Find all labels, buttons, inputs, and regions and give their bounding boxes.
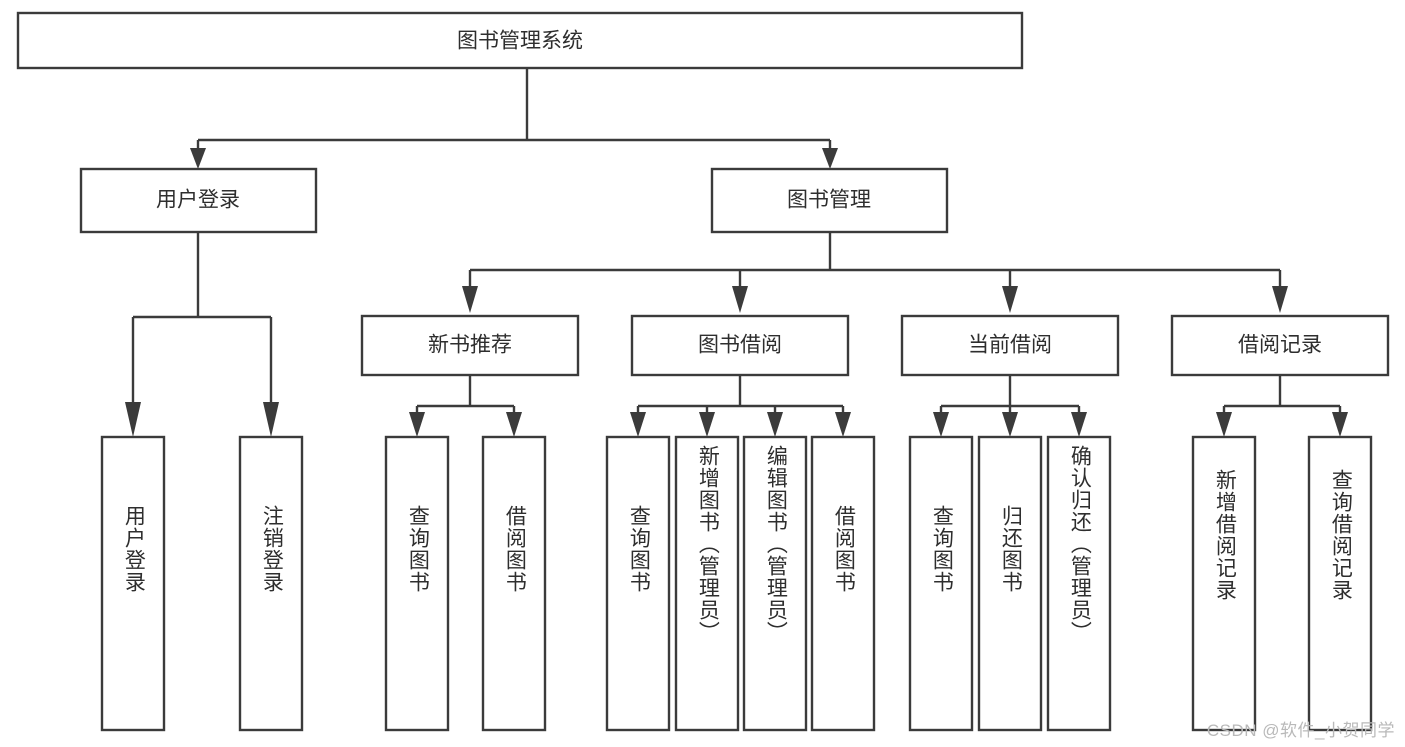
node-user-login[interactable]: 用户登录 <box>79 167 318 234</box>
arrow-root-to-book-mgmt-icon <box>822 148 838 169</box>
arrow-book-mgmt-to-new-book-icon <box>462 286 478 313</box>
arrow-borrow-record-leaf-2-icon <box>1332 412 1348 437</box>
node-current-borrow-box[interactable] <box>900 314 1120 377</box>
arrow-borrow-record-leaf-1-icon <box>1216 412 1232 437</box>
node-borrow-record-box[interactable] <box>1170 314 1390 377</box>
arrow-root-to-user-login-icon <box>190 148 206 169</box>
node-borrow-record[interactable]: 借阅记录 <box>1170 314 1390 377</box>
node-root-box[interactable] <box>16 11 1024 70</box>
leaf-boxes-current-borrow <box>908 435 1112 732</box>
node-current-borrow[interactable]: 当前借阅 <box>900 314 1120 377</box>
node-new-book-recommend[interactable]: 新书推荐 <box>360 314 580 377</box>
connector-group-user-login <box>125 232 279 437</box>
leaf-box-current-borrow-2[interactable] <box>977 435 1043 732</box>
leaf-box-borrow-record-1[interactable] <box>1191 435 1257 732</box>
node-new-book-recommend-box[interactable] <box>360 314 580 377</box>
leaf-box-book-borrow-4[interactable] <box>810 435 876 732</box>
connector-group-borrow-record <box>1216 375 1348 437</box>
leaf-box-book-borrow-1[interactable] <box>605 435 671 732</box>
node-root-label: 图书管理系统 <box>457 30 583 53</box>
node-book-borrow-label: 图书借阅 <box>698 334 782 357</box>
leaf-box-current-borrow-1[interactable] <box>908 435 974 732</box>
connector-group-book-mgmt <box>462 232 1288 313</box>
node-borrow-record-label: 借阅记录 <box>1238 334 1322 357</box>
leaf-boxes-book-borrow <box>605 435 876 732</box>
arrow-new-book-leaf-2-icon <box>506 412 522 437</box>
node-user-login-label: 用户登录 <box>156 189 240 212</box>
leaf-box-user-login-2[interactable] <box>238 435 304 732</box>
leaf-box-new-book-2[interactable] <box>481 435 547 732</box>
node-new-book-recommend-label: 新书推荐 <box>428 334 512 357</box>
arrow-book-mgmt-to-book-borrow-icon <box>732 286 748 313</box>
arrow-current-borrow-leaf-1-icon <box>933 412 949 437</box>
csdn-watermark: CSDN @软件_小贺同学 <box>1206 721 1395 740</box>
connector-group-new-book <box>409 375 522 437</box>
leaf-box-user-login-1[interactable] <box>100 435 166 732</box>
node-root[interactable]: 图书管理系统 <box>16 11 1024 70</box>
leaf-box-book-borrow-3[interactable] <box>742 435 808 732</box>
connector-group-book-borrow <box>630 375 851 437</box>
leaf-box-current-borrow-3[interactable] <box>1046 435 1112 732</box>
node-user-login-box[interactable] <box>79 167 318 234</box>
arrow-user-login-leaf-2-icon <box>263 402 279 437</box>
node-book-management-label: 图书管理 <box>787 189 871 212</box>
arrow-new-book-leaf-1-icon <box>409 412 425 437</box>
arrow-book-mgmt-to-current-borrow-icon <box>1002 286 1018 313</box>
arrow-book-borrow-leaf-2-icon <box>699 412 715 437</box>
arrow-book-borrow-leaf-3-icon <box>767 412 783 437</box>
arrow-book-borrow-leaf-1-icon <box>630 412 646 437</box>
leaf-box-new-book-1[interactable] <box>384 435 450 732</box>
leaf-boxes-borrow-record <box>1191 435 1373 732</box>
leaf-boxes-new-book <box>384 435 547 732</box>
connector-group-current-borrow <box>933 375 1087 437</box>
leaf-boxes-user-login <box>100 435 304 732</box>
arrow-current-borrow-leaf-3-icon <box>1071 412 1087 437</box>
arrow-book-mgmt-to-borrow-record-icon <box>1272 286 1288 313</box>
arrow-current-borrow-leaf-2-icon <box>1002 412 1018 437</box>
node-current-borrow-label: 当前借阅 <box>968 334 1052 357</box>
leaf-box-borrow-record-2[interactable] <box>1307 435 1373 732</box>
arrow-user-login-leaf-1-icon <box>125 402 141 437</box>
node-book-management[interactable]: 图书管理 <box>710 167 949 234</box>
node-book-borrow-box[interactable] <box>630 314 850 377</box>
node-book-management-box[interactable] <box>710 167 949 234</box>
arrow-book-borrow-leaf-4-icon <box>835 412 851 437</box>
node-book-borrow[interactable]: 图书借阅 <box>630 314 850 377</box>
leaf-box-book-borrow-2[interactable] <box>674 435 740 732</box>
connector-group-root <box>190 68 838 169</box>
